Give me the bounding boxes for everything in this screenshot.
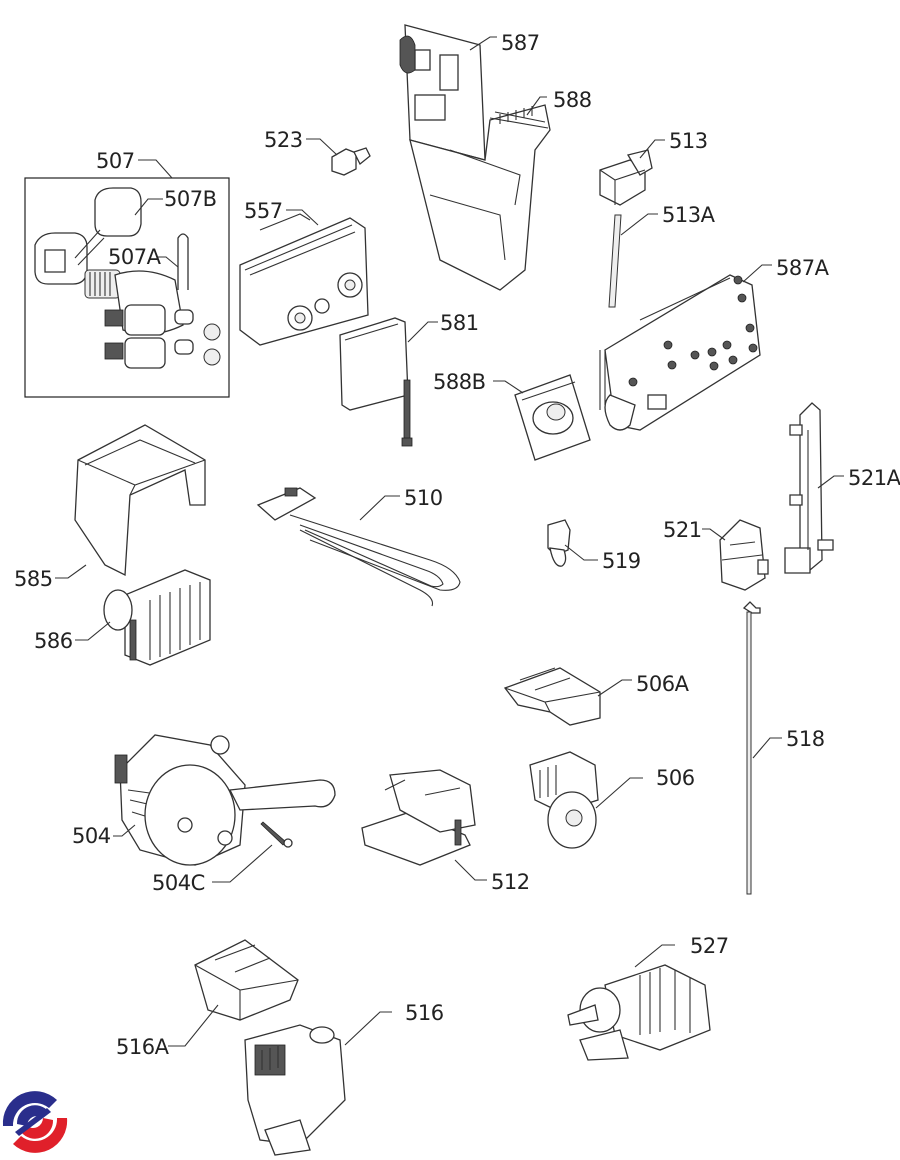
part-586 — [103, 569, 211, 666]
label-587A: 587A — [776, 256, 830, 280]
part-521A — [784, 402, 834, 574]
label-521: 521 — [663, 518, 702, 542]
part-513 — [599, 149, 653, 206]
part-587A — [599, 274, 761, 431]
part-519 — [547, 519, 571, 567]
part-527 — [567, 964, 711, 1061]
label-507: 507 — [96, 149, 135, 173]
part-557 — [239, 213, 369, 346]
label-507A: 507A — [108, 245, 162, 269]
label-588B: 588B — [433, 370, 486, 394]
label-521A: 521A — [848, 466, 900, 490]
part-523 — [331, 147, 371, 176]
label-585: 585 — [14, 567, 53, 591]
label-581: 581 — [440, 311, 479, 335]
label-512: 512 — [491, 870, 530, 894]
group-box-507 — [24, 177, 230, 398]
part-585 — [74, 424, 206, 577]
label-504: 504 — [72, 824, 111, 848]
label-506: 506 — [656, 766, 695, 790]
label-557: 557 — [244, 199, 283, 223]
part-507-valve — [84, 269, 221, 369]
part-516 — [244, 1024, 346, 1156]
part-588B — [514, 374, 591, 461]
part-507-group — [24, 177, 230, 398]
label-588: 588 — [553, 88, 592, 112]
label-519: 519 — [602, 549, 641, 573]
label-504C: 504C — [152, 871, 205, 895]
label-516: 516 — [405, 1001, 444, 1025]
part-516A — [194, 939, 299, 1021]
label-506A: 506A — [636, 672, 690, 696]
label-510: 510 — [404, 486, 443, 510]
label-513A: 513A — [662, 203, 716, 227]
label-513: 513 — [669, 129, 708, 153]
part-521 — [719, 519, 769, 591]
part-518 — [742, 601, 761, 895]
part-504C — [260, 821, 293, 848]
part-587 — [399, 24, 486, 161]
label-516A: 516A — [116, 1035, 170, 1059]
part-588 — [409, 104, 551, 291]
label-523: 523 — [264, 128, 303, 152]
part-504 — [114, 734, 336, 866]
label-586: 586 — [34, 629, 73, 653]
part-581 — [339, 317, 413, 447]
part-506 — [529, 751, 599, 849]
part-507A — [177, 233, 189, 290]
label-518: 518 — [786, 727, 825, 751]
part-512 — [361, 769, 476, 866]
part-507B — [34, 187, 142, 285]
label-527: 527 — [690, 934, 729, 958]
brand-logo — [2, 1091, 68, 1153]
part-513A — [608, 214, 622, 308]
label-587: 587 — [501, 31, 540, 55]
label-507B: 507B — [164, 187, 217, 211]
part-510 — [256, 487, 461, 607]
part-506A — [503, 667, 601, 726]
